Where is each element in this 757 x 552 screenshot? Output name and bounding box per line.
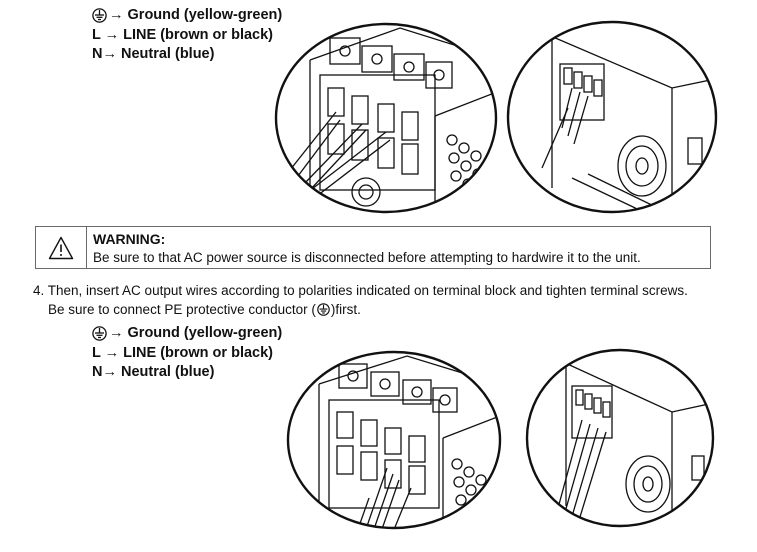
legend-neutral-label: N→ Neutral (blue): [92, 46, 215, 62]
inverter-side-wiring-illustration-output: [525, 348, 715, 528]
legend-neutral-row: N→ Neutral (blue): [92, 363, 282, 383]
step-4-line-2: Be sure to connect PE protective conduct…: [33, 301, 688, 320]
step-4-instructions: 4. Then, insert AC output wires accordin…: [33, 282, 688, 319]
legend-ground-label: → Ground (yellow-green): [109, 325, 283, 341]
legend-line-row: L → LINE (brown or black): [92, 26, 282, 46]
warning-title: WARNING:: [93, 231, 166, 247]
step-4-line-1: 4. Then, insert AC output wires accordin…: [33, 283, 688, 298]
warning-text: Be sure to that AC power source is disco…: [93, 250, 641, 265]
legend-ground-row: → Ground (yellow-green): [92, 324, 282, 344]
terminal-block-closeup-illustration-output: [286, 350, 502, 530]
step-4-line-2-after: )first.: [330, 301, 361, 317]
legend-line-label: L → LINE (brown or black): [92, 26, 273, 43]
legend-neutral-row: N→ Neutral (blue): [92, 45, 282, 65]
ground-symbol-icon: [92, 326, 107, 341]
output-wiring-legend: → Ground (yellow-green) L → LINE (brown …: [92, 324, 282, 383]
terminal-block-closeup-illustration: [274, 22, 498, 214]
warning-box: WARNING: Be sure to that AC power source…: [35, 226, 711, 269]
ground-symbol-icon: [92, 8, 107, 23]
legend-ground-label: → Ground (yellow-green): [109, 7, 283, 23]
legend-line-label: L → LINE (brown or black): [92, 344, 273, 361]
ground-symbol-icon: [317, 303, 330, 317]
input-wiring-legend: → Ground (yellow-green) L → LINE (brown …: [92, 6, 282, 65]
step-4-line-2-before: Be sure to connect PE protective conduct…: [48, 301, 316, 317]
legend-neutral-label: N→ Neutral (blue): [92, 364, 215, 380]
inverter-side-wiring-illustration: [506, 20, 718, 214]
warning-triangle-icon: [48, 236, 74, 259]
warning-icon-cell: [36, 227, 87, 268]
legend-line-row: L → LINE (brown or black): [92, 344, 282, 364]
legend-ground-row: → Ground (yellow-green): [92, 6, 282, 26]
